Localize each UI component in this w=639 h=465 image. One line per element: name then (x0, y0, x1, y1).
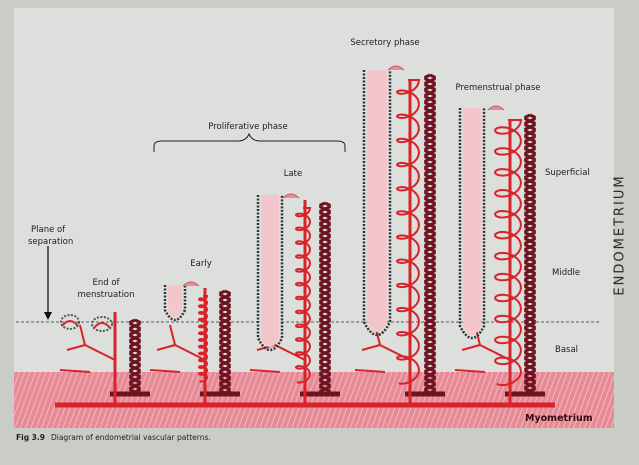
secretory-gland-lumen (367, 70, 387, 332)
end-of-menstruation-label-line2: menstruation (77, 290, 134, 300)
premenstrual-gland-lumen (463, 108, 481, 335)
premenstrual-phase-label: Premenstrual phase (456, 83, 541, 93)
plane-of-separation-label-line1: Plane of (31, 225, 65, 235)
myometrium-label: Myometrium (525, 414, 593, 424)
late-label: Late (284, 169, 303, 179)
superficial-layer-label: Superficial (545, 168, 590, 178)
plane-of-separation-label-line2: separation (28, 237, 73, 247)
end-of-menstruation-label-line1: End of (92, 278, 119, 288)
myometrium-band (14, 372, 614, 428)
figure-caption: Fig 3.9 Diagram of endometrial vascular p… (16, 433, 211, 442)
caption-number: Fig 3.9 (16, 433, 45, 442)
basal-layer-label: Basal (555, 345, 578, 355)
secretory-phase-label: Secretory phase (350, 38, 419, 48)
endometrium-side-label: ENDOMETRIUM (606, 150, 634, 320)
proliferative-phase-label: Proliferative phase (208, 122, 287, 132)
diagram-panel (14, 8, 614, 428)
late-gland-lumen (261, 195, 279, 347)
early-label: Early (190, 259, 211, 269)
early-gland-lumen (168, 285, 182, 317)
middle-layer-label: Middle (552, 268, 580, 278)
caption-text: Diagram of endometrial vascular patterns… (51, 433, 211, 442)
